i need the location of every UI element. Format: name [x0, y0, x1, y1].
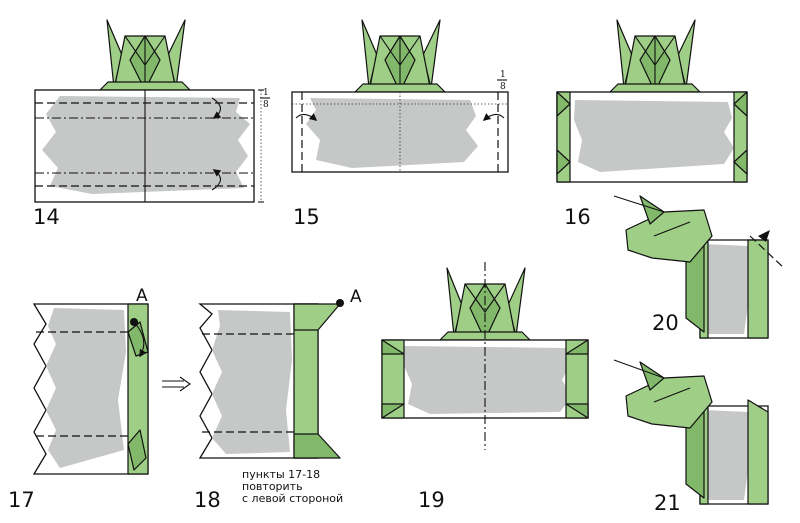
- head-shape: [625, 209, 713, 263]
- next-step-arrow: [162, 376, 191, 392]
- step-number: 21: [654, 491, 681, 515]
- crane-figure: [354, 19, 446, 93]
- caption: пункты 17-18 повторить с левой стороной: [242, 468, 343, 505]
- crane-figure: [99, 19, 191, 91]
- fraction-denominator-14: 8: [263, 100, 269, 110]
- caption-line-3: с левой стороной: [242, 492, 343, 505]
- step-19-figure: [381, 262, 589, 450]
- step-number: 18: [194, 488, 221, 512]
- grey-texture: [212, 310, 292, 454]
- step-number: 14: [33, 205, 60, 229]
- step-number: 15: [293, 205, 320, 229]
- head-shape: [625, 375, 713, 429]
- step-number: 19: [418, 488, 445, 512]
- crane-figure: [439, 267, 531, 341]
- grey-texture: [306, 98, 478, 168]
- grey-texture: [46, 308, 126, 468]
- grey-texture: [574, 100, 734, 172]
- step-21-figure: [613, 359, 769, 505]
- caption-line-1: пункты 17-18: [242, 468, 320, 481]
- step-16-figure: [556, 19, 748, 183]
- point-label-a: A: [136, 286, 148, 306]
- step-15-figure: 1 8: [291, 19, 509, 173]
- step-20-figure: [613, 195, 785, 339]
- grey-texture: [404, 346, 572, 414]
- step-17-figure: A: [32, 286, 149, 475]
- step-14-figure: 1 8: [34, 19, 270, 203]
- fraction-denominator-15: 8: [500, 82, 506, 92]
- crane-figure: [609, 19, 701, 93]
- grey-texture: [42, 96, 250, 194]
- fraction-numerator-15: 1: [500, 70, 506, 80]
- caption-line-2: повторить: [242, 480, 303, 493]
- step-number: 16: [564, 205, 591, 229]
- fraction-numerator-14: 1: [263, 88, 269, 98]
- step-number: 17: [8, 488, 35, 512]
- step-18-figure: A: [198, 287, 362, 459]
- point-label-a: A: [350, 287, 362, 307]
- step-number: 20: [652, 311, 679, 335]
